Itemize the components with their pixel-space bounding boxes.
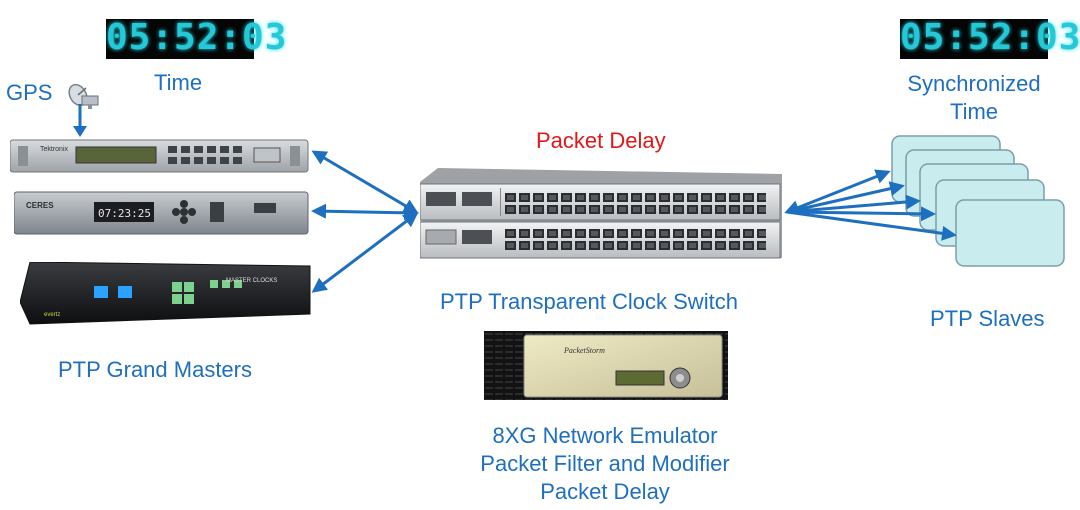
switch-label: PTP Transparent Clock Switch xyxy=(440,289,738,314)
grandmaster-2-brand: CERES xyxy=(26,201,54,210)
satellite-dish-icon xyxy=(68,83,99,109)
emulator-label: 8XG Network Emulator Packet Filter and M… xyxy=(430,422,780,506)
gps-arrow xyxy=(73,104,87,137)
emulator-label-line2: Packet Filter and Modifier xyxy=(480,451,730,476)
slaves-label: PTP Slaves xyxy=(930,306,1045,331)
grandmaster-3-brand: MASTER CLOCKS xyxy=(226,278,277,284)
arrow-switch-slave1 xyxy=(784,169,891,215)
emulator-label-line1: 8XG Network Emulator xyxy=(492,423,718,448)
grandmaster-device-3: MASTER CLOCKS evertz xyxy=(20,262,311,325)
gps-label: GPS xyxy=(6,80,53,105)
grandmaster-device-1: Tektronix xyxy=(10,139,309,173)
time-label: Time xyxy=(154,70,203,95)
arrow-switch-slave2 xyxy=(786,181,905,214)
ptp-slaves-stack xyxy=(891,135,1065,267)
emulator-brand: PacketStorm xyxy=(563,346,605,355)
grandmaster-device-2: CERES 07:23:25 xyxy=(14,191,309,235)
arrow-gm2-switch xyxy=(311,203,419,221)
arrow-gm3-switch xyxy=(311,212,419,293)
synchronized-time-line1: Synchronized xyxy=(907,71,1041,96)
grandmasters-label: PTP Grand Masters xyxy=(58,357,252,382)
arrow-switch-slave3 xyxy=(786,194,921,214)
synchronized-time-label: Synchronized Time xyxy=(890,70,1058,126)
packet-delay-label: Packet Delay xyxy=(536,128,666,153)
grandmaster-3-footer: evertz xyxy=(44,312,60,318)
network-emulator-device: PacketStorm xyxy=(484,331,728,400)
arrow-switch-slave4 xyxy=(786,206,936,222)
arrow-gm1-switch xyxy=(311,150,419,214)
ptp-switch xyxy=(420,168,782,259)
emulator-label-line3: Packet Delay xyxy=(540,479,670,504)
synchronized-time-line2: Time xyxy=(949,99,999,124)
grandmaster-2-display-time: 07:23:25 xyxy=(98,207,151,220)
grandmaster-1-brand: Tektronix xyxy=(40,146,69,153)
arrow-switch-slave5 xyxy=(786,210,957,241)
